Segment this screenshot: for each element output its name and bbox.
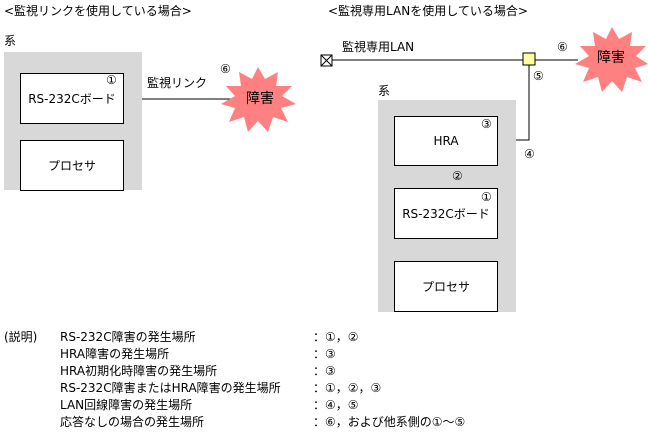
- legend-row-value: ：③: [313, 347, 336, 361]
- legend-row-value: ：①，②，③: [313, 381, 382, 395]
- right-failure-burst: [575, 27, 648, 92]
- monitoring-link-label: 監視リンク: [147, 76, 208, 90]
- right-rs232c-board: RS-232Cボード: [394, 188, 498, 239]
- left-rs232c-board-label: RS-232Cボード: [28, 92, 116, 106]
- legend-row-label: RS-232C障害の発生場所: [60, 330, 196, 344]
- right-failure-marker: ⑥: [557, 40, 568, 54]
- right-failure-label: 障害: [597, 50, 625, 66]
- hra-board-marker: ②: [452, 169, 463, 183]
- right-heading: <監視専用LANを使用している場合>: [328, 4, 528, 18]
- left-processor: プロセサ: [20, 140, 124, 191]
- hra-cable-marker: ④: [524, 147, 535, 161]
- right-processor: プロセサ: [394, 261, 498, 312]
- legend-row-value: ：④，⑤: [313, 398, 359, 412]
- legend-title: (説明): [4, 330, 38, 344]
- left-rs232c-board: RS-232Cボード: [20, 73, 124, 124]
- right-processor-label: プロセサ: [421, 280, 470, 294]
- hra-box: HRA: [394, 116, 498, 166]
- legend-row-value: ：①，②: [313, 330, 359, 344]
- lan-label: 監視専用LAN: [342, 40, 415, 54]
- left-board-marker: ①: [106, 73, 117, 87]
- left-system-label: 系: [4, 34, 17, 48]
- legend-row-label: LAN回線障害の発生場所: [60, 398, 193, 412]
- hra-marker: ③: [481, 117, 492, 131]
- right-system-label: 系: [378, 84, 391, 98]
- lan-hub-marker: ⑤: [533, 69, 544, 83]
- left-failure-label: 障害: [246, 91, 274, 107]
- hra-label: HRA: [433, 134, 459, 148]
- legend-row-label: HRA初期化時障害の発生場所: [60, 364, 218, 378]
- legend-row-value: ：⑥，および他系側の①～⑤: [313, 415, 466, 429]
- legend-row-label: RS-232C障害またはHRA障害の発生場所: [60, 381, 281, 395]
- lan-hub-icon: [522, 52, 536, 66]
- right-board-marker: ①: [481, 190, 492, 204]
- lan-terminator-icon: [320, 54, 333, 67]
- legend-row-label: HRA障害の発生場所: [60, 347, 170, 361]
- right-rs232c-board-label: RS-232Cボード: [402, 207, 490, 221]
- left-processor-label: プロセサ: [47, 159, 96, 173]
- left-heading: <監視リンクを使用している場合>: [4, 4, 192, 18]
- left-link-marker: ⑥: [220, 62, 231, 76]
- left-failure-burst: [221, 67, 296, 132]
- legend-row-value: ：③: [313, 364, 336, 378]
- legend-row-label: 応答なしの場合の発生場所: [60, 415, 205, 429]
